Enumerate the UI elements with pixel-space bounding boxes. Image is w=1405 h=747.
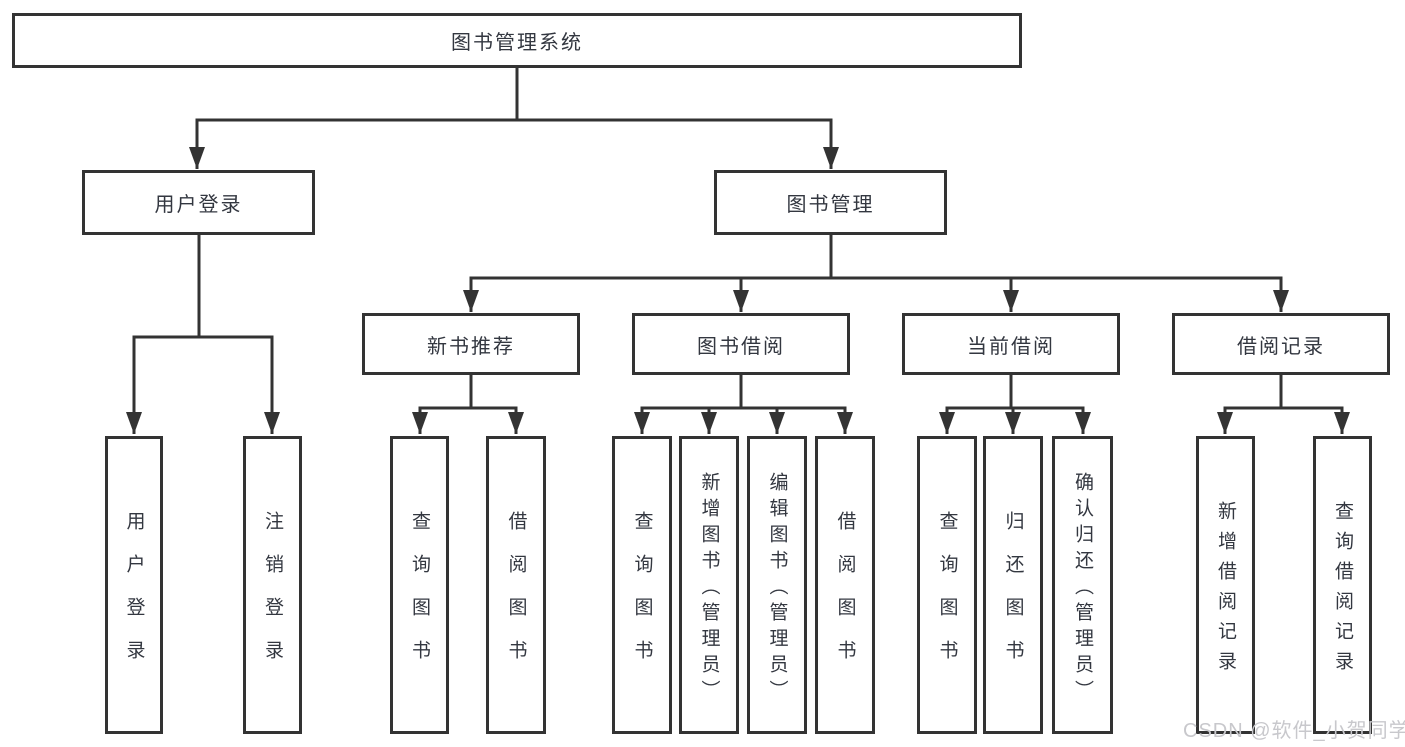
node-label: 用户登录 bbox=[123, 511, 145, 683]
node-current-borrow: 当前借阅 bbox=[902, 313, 1120, 375]
leaf-add-borrow-record: 新增借阅记录 bbox=[1196, 436, 1255, 734]
node-label: 查询图书 bbox=[936, 511, 958, 683]
node-label: 查询图书 bbox=[409, 511, 430, 683]
leaf-borrow-books-borrow: 借阅图书 bbox=[815, 436, 875, 734]
node-label: 当前借阅 bbox=[967, 335, 1055, 358]
leaf-return-books: 归还图书 bbox=[983, 436, 1043, 734]
node-book-borrow: 图书借阅 bbox=[632, 313, 850, 375]
node-root: 图书管理系统 bbox=[12, 13, 1022, 68]
leaf-add-book-admin: 新增图书（管理员） bbox=[679, 436, 739, 734]
node-label: 借阅图书 bbox=[834, 511, 856, 683]
leaf-query-borrow-record: 查询借阅记录 bbox=[1313, 436, 1372, 734]
node-book-management: 图书管理 bbox=[714, 170, 947, 235]
leaf-query-books-newbook: 查询图书 bbox=[390, 436, 449, 734]
node-label: 借阅图书 bbox=[505, 511, 527, 683]
node-label: 归还图书 bbox=[1002, 511, 1024, 683]
node-label: 注销登录 bbox=[262, 511, 283, 683]
node-label: 新增图书（管理员） bbox=[698, 471, 720, 706]
leaf-user-login: 用户登录 bbox=[105, 436, 163, 734]
node-label: 新增借阅记录 bbox=[1215, 500, 1236, 681]
leaf-edit-book-admin: 编辑图书（管理员） bbox=[747, 436, 807, 734]
leaf-borrow-books-newbook: 借阅图书 bbox=[486, 436, 546, 734]
node-user-login: 用户登录 bbox=[82, 170, 315, 235]
leaf-query-books-current: 查询图书 bbox=[917, 436, 977, 734]
csdn-watermark: CSDN @软件_小贺同学 bbox=[1183, 720, 1405, 742]
node-label: 图书借阅 bbox=[697, 335, 785, 358]
node-label: 查询图书 bbox=[631, 511, 653, 683]
node-borrow-records: 借阅记录 bbox=[1172, 313, 1390, 375]
node-label: 查询借阅记录 bbox=[1332, 500, 1353, 681]
node-new-book-recommend: 新书推荐 bbox=[362, 313, 580, 375]
leaf-query-books-borrow: 查询图书 bbox=[612, 436, 672, 734]
node-label: 编辑图书（管理员） bbox=[766, 471, 788, 706]
node-label: 新书推荐 bbox=[427, 335, 515, 358]
leaf-confirm-return-admin: 确认归还（管理员） bbox=[1052, 436, 1113, 734]
node-label: 图书管理 bbox=[786, 194, 875, 216]
node-label: 用户登录 bbox=[154, 194, 243, 216]
node-label: 借阅记录 bbox=[1237, 335, 1325, 358]
node-label: 图书管理系统 bbox=[451, 32, 583, 54]
leaf-logout: 注销登录 bbox=[243, 436, 302, 734]
node-label: 确认归还（管理员） bbox=[1072, 471, 1093, 706]
